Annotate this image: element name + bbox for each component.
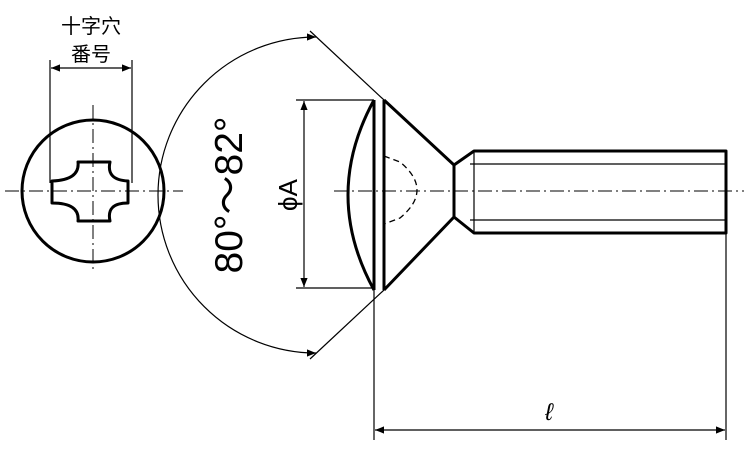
recess-label-line1: 十字穴 xyxy=(61,15,121,38)
angle-extension-lower xyxy=(309,289,385,360)
angle-extension-upper xyxy=(309,30,385,101)
angle-arc xyxy=(157,33,317,357)
cross-recess xyxy=(50,160,130,223)
head-cone xyxy=(382,98,456,292)
angle-label: 80°～82° xyxy=(208,117,251,274)
recess-hidden-lines xyxy=(383,155,418,225)
shank-outline xyxy=(453,149,728,235)
length-label: ℓ xyxy=(544,399,554,426)
diameter-label: ϕA xyxy=(273,178,303,211)
recess-label-line2: 番号 xyxy=(71,43,111,66)
head-crown xyxy=(346,99,376,291)
top-view: 十字穴 番号 xyxy=(5,15,183,270)
side-view: 80°～82° ϕA ℓ xyxy=(157,30,744,440)
